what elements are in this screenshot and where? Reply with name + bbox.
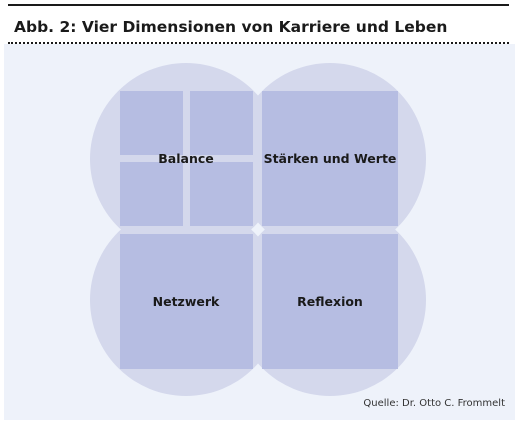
source-note: Quelle: Dr. Otto C. Frommelt	[363, 398, 505, 409]
quadrant-staerken-und-werte: Stärken und Werte	[262, 91, 398, 226]
square-netzwerk	[120, 234, 253, 369]
quadrant-reflexion: Reflexion	[262, 234, 398, 369]
label-reflexion: Reflexion	[297, 294, 363, 309]
label-balance: Balance	[158, 151, 213, 166]
title-bar	[4, 4, 515, 44]
dotted-rule	[8, 42, 509, 44]
balance-square-top-right	[190, 91, 253, 155]
balance-square-bottom-right	[190, 162, 253, 226]
balance-square-bottom-left	[120, 162, 183, 226]
figure-title: Abb. 2: Vier Dimensionen von Karriere un…	[14, 18, 448, 36]
quadrant-netzwerk: Netzwerk	[120, 234, 253, 369]
quadrant-balance: Balance	[120, 91, 253, 226]
label-netzwerk: Netzwerk	[153, 294, 220, 309]
square-reflexion	[262, 234, 398, 369]
balance-square-top-left	[120, 91, 183, 155]
top-rule	[8, 4, 509, 6]
label-staerken-und-werte: Stärken und Werte	[264, 151, 397, 166]
square-staerken-und-werte	[262, 91, 398, 226]
